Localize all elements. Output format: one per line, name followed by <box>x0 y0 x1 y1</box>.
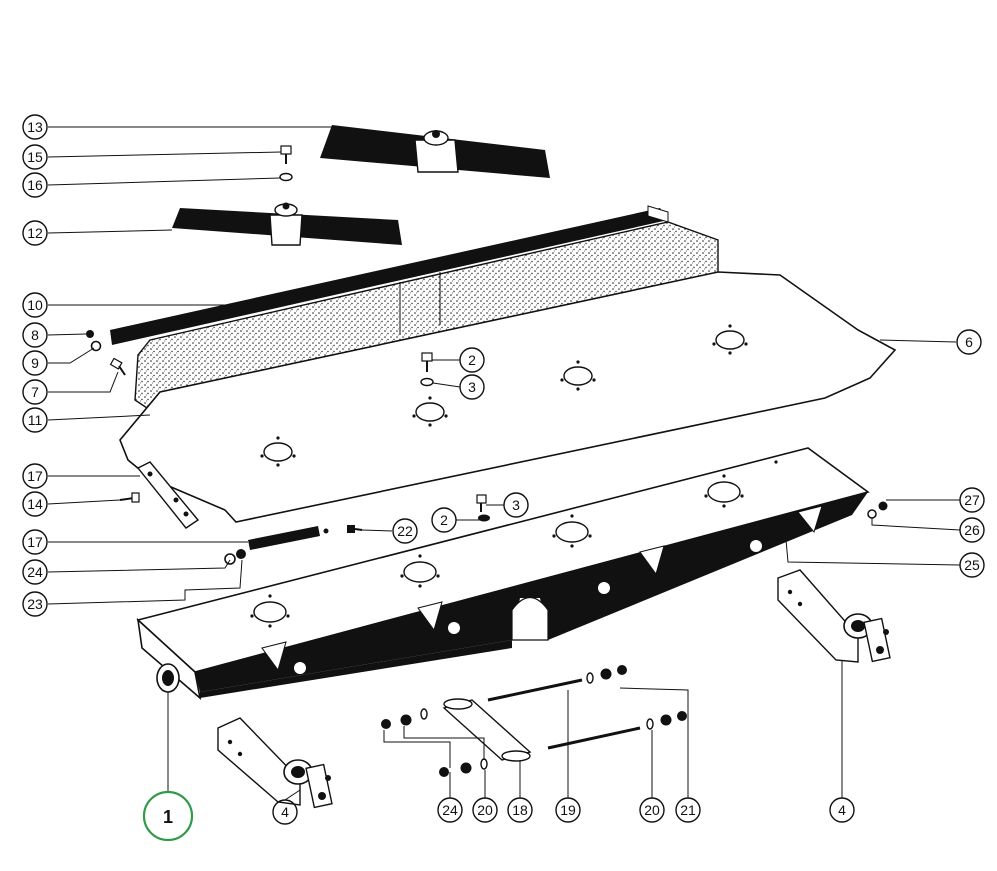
svg-text:4: 4 <box>281 804 289 820</box>
blade-12 <box>172 202 402 246</box>
callout-14: 14 <box>22 491 48 517</box>
svg-text:20: 20 <box>477 802 493 818</box>
callout-17-upper: 17 <box>22 463 48 489</box>
svg-text:13: 13 <box>27 119 43 135</box>
leader-lines <box>47 126 961 801</box>
callout-10: 10 <box>22 292 48 318</box>
bolt-15 <box>280 145 292 164</box>
callout-3-beam: 3 <box>503 492 529 518</box>
callout-19: 19 <box>555 797 581 823</box>
callout-2-top: 2 <box>459 347 485 373</box>
svg-text:7: 7 <box>31 384 39 400</box>
callout-27: 27 <box>959 487 985 513</box>
bracket-17-lower <box>248 526 329 550</box>
callout-1-highlighted[interactable]: 1 <box>142 790 194 842</box>
svg-text:22: 22 <box>397 523 413 539</box>
callout-24-bottom: 24 <box>437 797 463 823</box>
callout-4-left: 4 <box>272 799 298 825</box>
callout-23: 23 <box>22 591 48 617</box>
callout-18: 18 <box>507 797 533 823</box>
svg-text:23: 23 <box>27 596 43 612</box>
svg-text:8: 8 <box>31 327 39 343</box>
callout-20-left: 20 <box>472 797 498 823</box>
nuts-washers-lower <box>381 665 687 777</box>
svg-text:2: 2 <box>440 512 448 528</box>
callout-8: 8 <box>22 322 48 348</box>
bracket-4-left <box>217 717 333 809</box>
callout-6: 6 <box>956 329 982 355</box>
bolt-14 <box>119 492 140 503</box>
callout-11: 11 <box>22 407 48 433</box>
nuts-27-26 <box>867 501 888 519</box>
svg-text:25: 25 <box>964 557 980 573</box>
hardware-24-23 <box>224 549 246 565</box>
svg-text:24: 24 <box>27 564 43 580</box>
bracket-17-upper <box>136 461 200 529</box>
svg-text:26: 26 <box>964 522 980 538</box>
callout-26: 26 <box>959 517 985 543</box>
callout-16: 16 <box>22 172 48 198</box>
callout-7: 7 <box>22 379 48 405</box>
svg-text:17: 17 <box>27 534 43 550</box>
callout-12: 12 <box>22 220 48 246</box>
svg-text:15: 15 <box>27 149 43 165</box>
tie-rods-19 <box>487 678 641 750</box>
svg-text:4: 4 <box>838 802 846 818</box>
bracket-4-right <box>777 569 891 663</box>
svg-text:1: 1 <box>163 807 173 827</box>
washer-16 <box>279 172 293 182</box>
callout-4-right: 4 <box>829 797 855 823</box>
callout-21: 21 <box>675 797 701 823</box>
svg-text:21: 21 <box>680 802 696 818</box>
svg-text:20: 20 <box>644 802 660 818</box>
svg-text:10: 10 <box>27 297 43 313</box>
svg-text:18: 18 <box>512 802 528 818</box>
link-18 <box>442 698 532 762</box>
callout-2-beam: 2 <box>431 507 457 533</box>
svg-text:14: 14 <box>27 496 43 512</box>
svg-text:9: 9 <box>31 355 39 371</box>
callout-3-top: 3 <box>459 374 485 400</box>
callout-13: 13 <box>22 114 48 140</box>
svg-text:27: 27 <box>964 492 980 508</box>
callout-15: 15 <box>22 144 48 170</box>
svg-text:19: 19 <box>560 802 576 818</box>
callout-17-lower: 17 <box>22 529 48 555</box>
callout-25: 25 <box>959 552 985 578</box>
svg-text:2: 2 <box>468 352 476 368</box>
svg-text:24: 24 <box>442 802 458 818</box>
svg-text:11: 11 <box>28 412 43 428</box>
svg-text:16: 16 <box>27 177 43 193</box>
callout-24-left: 24 <box>22 559 48 585</box>
svg-text:17: 17 <box>27 468 43 484</box>
hardware-8-9-7 <box>86 330 126 376</box>
callout-9: 9 <box>22 350 48 376</box>
callout-22: 22 <box>392 518 418 544</box>
nut-22 <box>347 525 363 533</box>
svg-text:12: 12 <box>27 225 43 241</box>
svg-text:3: 3 <box>468 379 476 395</box>
callout-20-right: 20 <box>639 797 665 823</box>
svg-text:3: 3 <box>512 497 520 513</box>
bolt-2-washer-3 <box>476 494 490 522</box>
svg-text:6: 6 <box>965 334 973 350</box>
main-beam-1 <box>136 447 870 701</box>
blade-13 <box>320 125 550 178</box>
